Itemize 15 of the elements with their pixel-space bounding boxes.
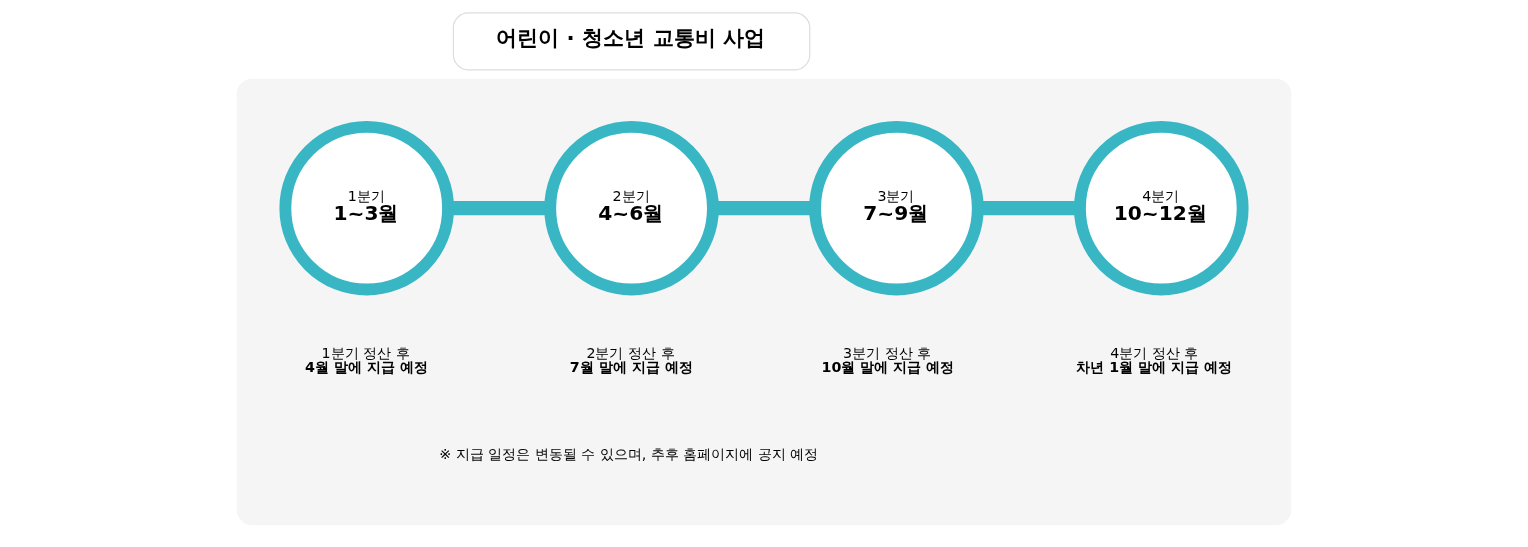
node-label: 2분기 정산 후 xyxy=(586,344,675,361)
node-label: 7월 말에 지급 예정 xyxy=(569,359,693,376)
node-circle: 2분기 4~6월 xyxy=(544,120,719,296)
node-label: 3분기 정산 후 xyxy=(842,344,932,361)
node-label: 4월 말에 지급 예정 xyxy=(304,359,428,376)
node-label: 4분기 정산 후 xyxy=(1110,344,1199,361)
node-circle: 1분기 1~3월 xyxy=(279,120,454,296)
cluster xyxy=(236,78,1292,526)
node-circle: 3분기 7~9월 xyxy=(809,120,984,296)
node-label: 10월 말에 지급 예정 xyxy=(821,359,955,376)
label: ※ 지급 일정은 변동될 수 있으며, 추후 홈페이지에 공지 예정 xyxy=(439,446,819,463)
node-circle: 4분기 10~12월 xyxy=(1074,120,1249,296)
node-box: 어린이 · 청소년 교통비 사업 xyxy=(452,12,811,71)
node-label: 1분기 정산 후 xyxy=(321,344,410,361)
node-label: 차년 1월 말에 지급 예정 xyxy=(1076,359,1233,376)
